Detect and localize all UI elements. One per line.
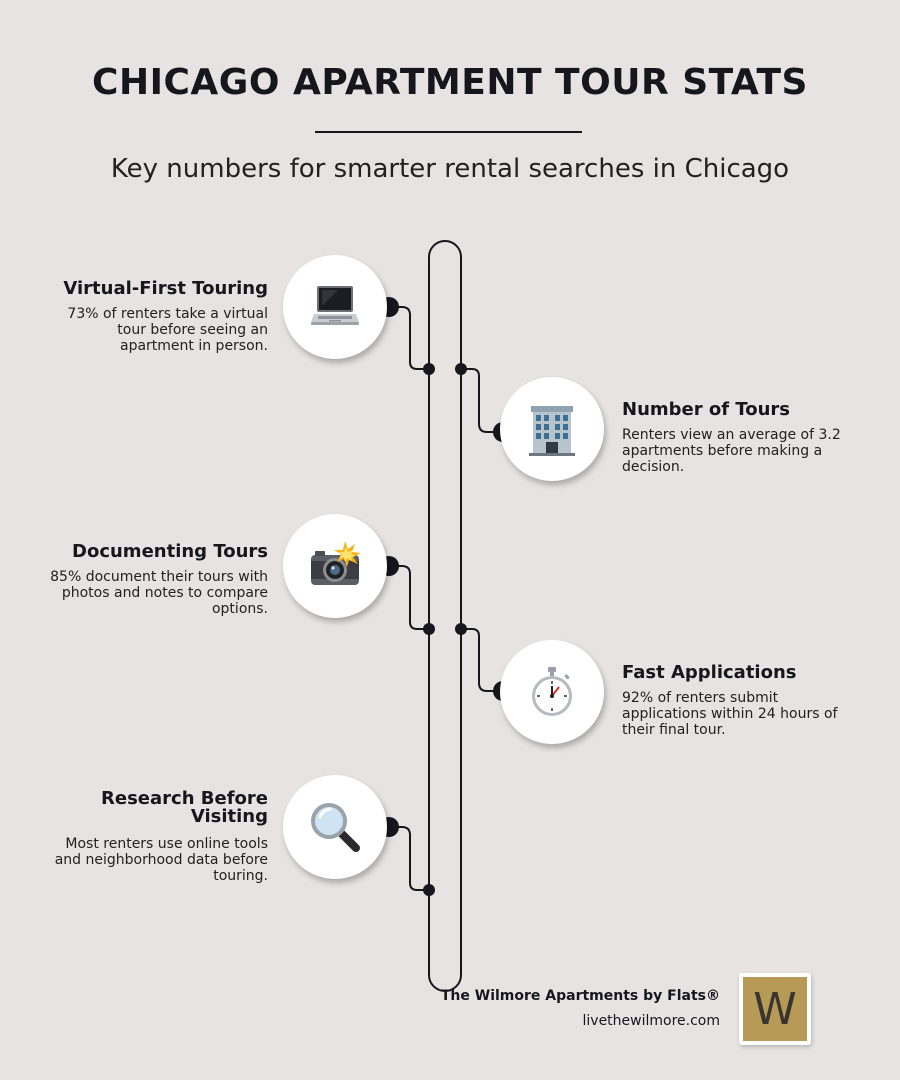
item-documenting-tours: Documenting Tours 85% document their tou… [43, 541, 268, 618]
item-number-of-tours: Number of Tours Renters view an average … [622, 399, 862, 476]
office-building-icon [529, 406, 575, 456]
item-title: Documenting Tours [72, 541, 268, 562]
item-description: 85% document their tours with photos and… [50, 569, 268, 617]
connector-dot-small [423, 623, 435, 635]
footer-url[interactable]: livethewilmore.com [582, 1013, 721, 1029]
item-fast-applications: Fast Applications 92% of renters submit … [622, 662, 862, 739]
connector-dot-small [423, 884, 435, 896]
title-divider [315, 131, 582, 133]
item-research: Research Before Visiting Most renters us… [43, 788, 268, 885]
icon-circle-virtual-first [283, 255, 387, 359]
item-title: Number of Tours [622, 399, 790, 420]
laptop-icon [311, 286, 359, 325]
connector-number-of-tours [461, 368, 503, 433]
connector-documenting-tours [389, 565, 429, 630]
item-description: Renters view an average of 3.2 apartment… [622, 427, 841, 475]
item-title: Research Before Visiting [101, 788, 268, 827]
stopwatch-icon [532, 667, 572, 716]
item-title: Fast Applications [622, 662, 797, 683]
page-subtitle: Key numbers for smarter rental searches … [110, 154, 790, 184]
page-title: CHICAGO APARTMENT TOUR STATS [92, 62, 808, 103]
footer-brand: The Wilmore Apartments by Flats® [440, 988, 720, 1004]
icon-circle-number-of-tours [500, 377, 604, 481]
item-description: 92% of renters submit applications withi… [622, 690, 838, 738]
connector-virtual-first [389, 306, 429, 370]
connector-dot-small [455, 363, 467, 375]
connector-fast-applications [461, 628, 503, 692]
brand-logo: W [739, 973, 811, 1045]
connector-dot-small [455, 623, 467, 635]
connector-research [389, 826, 429, 891]
item-virtual-first: Virtual-First Touring 73% of renters tak… [43, 278, 268, 355]
item-description: Most renters use online tools and neighb… [54, 836, 268, 884]
icon-circle-research [283, 775, 387, 879]
icon-circle-documenting-tours [283, 514, 387, 618]
icon-circle-fast-applications [500, 640, 604, 744]
magnifying-glass-icon [311, 803, 360, 852]
logo-mark: W [743, 977, 807, 1041]
item-title: Virtual-First Touring [63, 278, 268, 299]
timeline-track [428, 239, 462, 993]
item-description: 73% of renters take a virtual tour befor… [67, 306, 268, 354]
connector-dot-small [423, 363, 435, 375]
camera-flash-icon [311, 541, 361, 585]
